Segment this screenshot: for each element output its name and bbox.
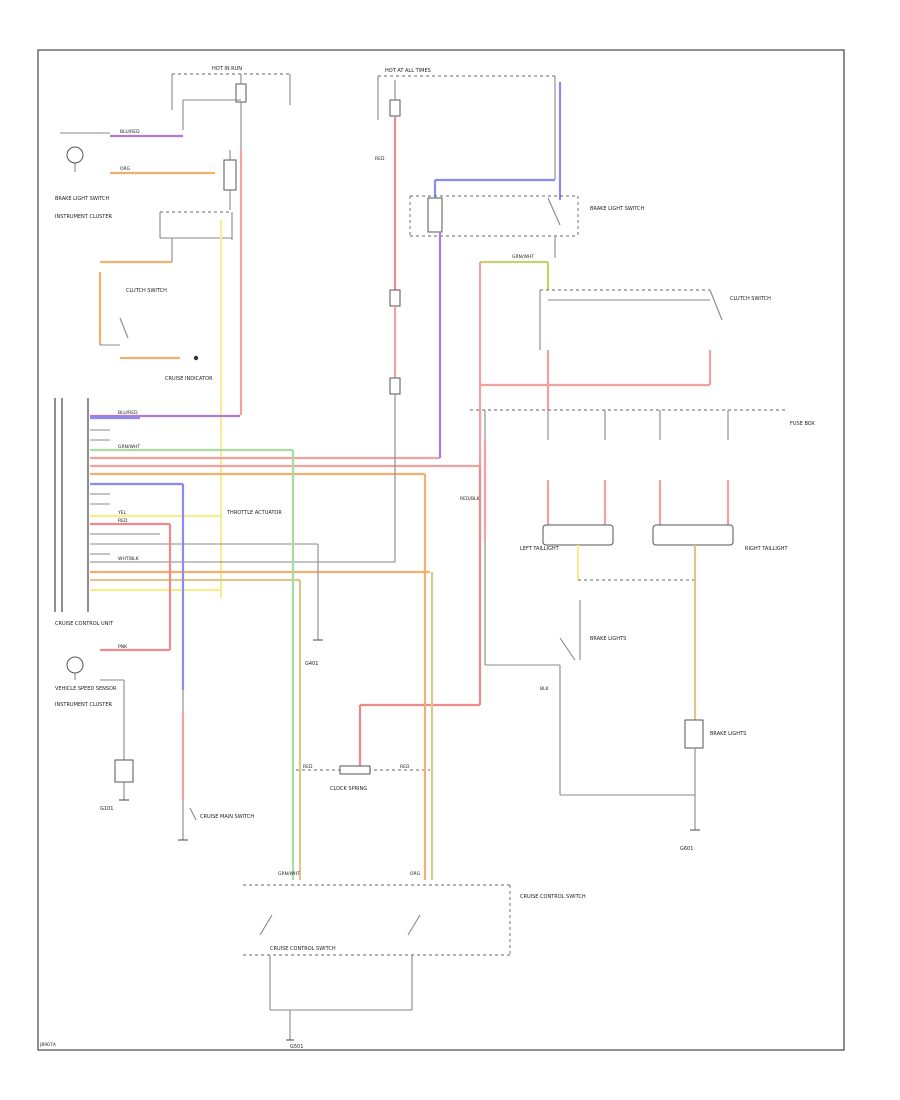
label-g101: G101 xyxy=(100,806,113,812)
label-instrument-cluster-bottom: INSTRUMENT CLUSTER xyxy=(55,702,113,708)
label-brake-light-switch-center: BRAKE LIGHT SWITCH xyxy=(590,206,645,212)
wire-label-grn-wht-right: GRN/WHT xyxy=(512,254,534,260)
wire-label-blu-red: BLU/RED xyxy=(120,129,140,135)
clutch-switch-area xyxy=(98,272,199,361)
label-high-mount-brake-light: BRAKE LIGHTS xyxy=(710,731,746,737)
brake-light-switch-center xyxy=(409,178,579,458)
brake-light-switch-top-left xyxy=(60,132,215,175)
cruise-control-switch-box xyxy=(243,884,511,1040)
label-hot-at-all-times: HOT AT ALL TIMES xyxy=(385,68,431,74)
label-instrument-cluster-top: INSTRUMENT CLUSTER xyxy=(55,214,113,220)
ground-symbols xyxy=(119,799,700,1041)
label-brake-light-switch-left: BRAKE LIGHT SWITCH xyxy=(55,196,110,202)
wire-label-red-clock-2: RED xyxy=(400,764,410,770)
wire-label-red: RED xyxy=(118,518,128,524)
label-cruise-control-switch: CRUISE CONTROL SWITCH xyxy=(520,894,586,900)
label-fuse-box: FUSE BOX xyxy=(790,421,815,427)
vehicle-speed-sensor-symbol xyxy=(66,656,134,800)
label-clock-spring: CLOCK SPRING xyxy=(330,786,367,792)
clutch-switch-right xyxy=(480,289,723,410)
clock-spring-area xyxy=(296,466,482,775)
lamp-circuits xyxy=(483,410,734,546)
label-cruise-switch-set: CRUISE CONTROL SWITCH xyxy=(270,946,336,952)
wire-label-red-center: RED xyxy=(375,156,385,162)
label-cruise-main-switch: CRUISE MAIN SWITCH xyxy=(200,814,254,820)
label-clutch-switch-right: CLUTCH SWITCH xyxy=(730,296,771,302)
label-g401: G401 xyxy=(305,661,318,667)
label-hot-in-run: HOT IN RUN xyxy=(212,66,242,72)
label-left-taillight: LEFT TAILLIGHT xyxy=(520,546,560,552)
red-wire-loop-left xyxy=(100,484,185,690)
wire-label-wht-blk: WHT/BLK xyxy=(118,556,140,562)
diagram-frame xyxy=(37,49,845,1051)
wire-label-yel: YEL xyxy=(117,510,127,516)
wire-label-grn-wht: GRN/WHT xyxy=(118,444,140,450)
fuse-block-top-center xyxy=(377,75,562,290)
label-brake-lights: BRAKE LIGHTS xyxy=(590,636,626,642)
page-id: J8907A xyxy=(39,1042,57,1048)
wire-label-grn-wht-bottom: GRN/WHT xyxy=(278,871,300,877)
wire-to-g501 xyxy=(181,690,197,840)
right-lamp-actuator xyxy=(684,719,704,830)
label-clutch-switch-left: CLUTCH SWITCH xyxy=(126,288,167,294)
label-cruise-indicator: CRUISE INDICATOR xyxy=(165,376,213,382)
lamp-output-wires xyxy=(484,540,697,796)
wire-label-red-clock: RED xyxy=(303,764,313,770)
wire-label-blk: BLK xyxy=(540,686,550,692)
wire-label-org: ORG xyxy=(120,166,131,172)
green-olive-wire-center xyxy=(478,260,550,466)
wire-label-org-bottom: ORG xyxy=(410,871,421,877)
label-throttle-actuator: THROTTLE ACTUATOR xyxy=(226,510,282,516)
label-cruise-control-unit: CRUISE CONTROL UNIT xyxy=(55,621,114,627)
label-vehicle-speed-sensor: VEHICLE SPEED SENSOR xyxy=(55,686,117,692)
label-g501: G501 xyxy=(290,1044,303,1050)
label-g601: G601 xyxy=(680,846,693,852)
wire-label-blu-red-2: BLU/RED xyxy=(118,410,138,416)
center-fuses xyxy=(389,289,401,562)
wire-label-red-blk: RED/BLK xyxy=(460,496,481,502)
cruise-control-unit-connector xyxy=(54,398,480,612)
fuse-block-top-left xyxy=(171,73,291,150)
labels: HOT IN RUN HOT AT ALL TIMES BRAKE LIGHT … xyxy=(39,66,815,1050)
relay-box-left xyxy=(100,150,237,264)
label-right-taillight: RIGHT TAILLIGHT xyxy=(745,546,788,552)
wire-label-pnk: PNK xyxy=(118,644,128,650)
